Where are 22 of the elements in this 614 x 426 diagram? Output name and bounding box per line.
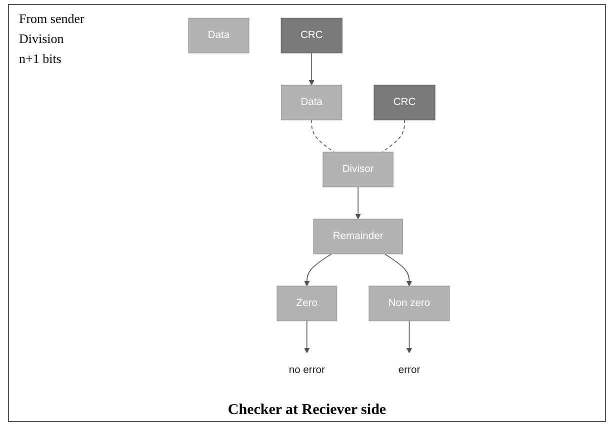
- connector: [311, 120, 334, 153]
- node-box: Zero: [276, 286, 338, 322]
- label: Division: [19, 31, 65, 47]
- node-box: Data: [281, 84, 342, 120]
- caption: Checker at Reciever side: [226, 402, 388, 419]
- arrow: [384, 253, 412, 286]
- arrow: [304, 253, 332, 286]
- node-box: Divisor: [322, 152, 394, 188]
- node-box: Remainder: [313, 218, 403, 254]
- node-text: error: [398, 364, 420, 376]
- node-box: CRC: [374, 84, 436, 120]
- node-text: no error: [288, 364, 325, 376]
- node-box: Data: [188, 18, 250, 54]
- arrow: [308, 52, 314, 86]
- arrow: [406, 320, 412, 354]
- node-box: CRC: [280, 18, 342, 54]
- connector: [382, 120, 405, 153]
- arrow: [355, 186, 361, 220]
- arrow: [304, 320, 310, 354]
- label: n+1 bits: [19, 51, 62, 67]
- label: From sender: [19, 11, 84, 27]
- node-box: Non zero: [368, 286, 450, 322]
